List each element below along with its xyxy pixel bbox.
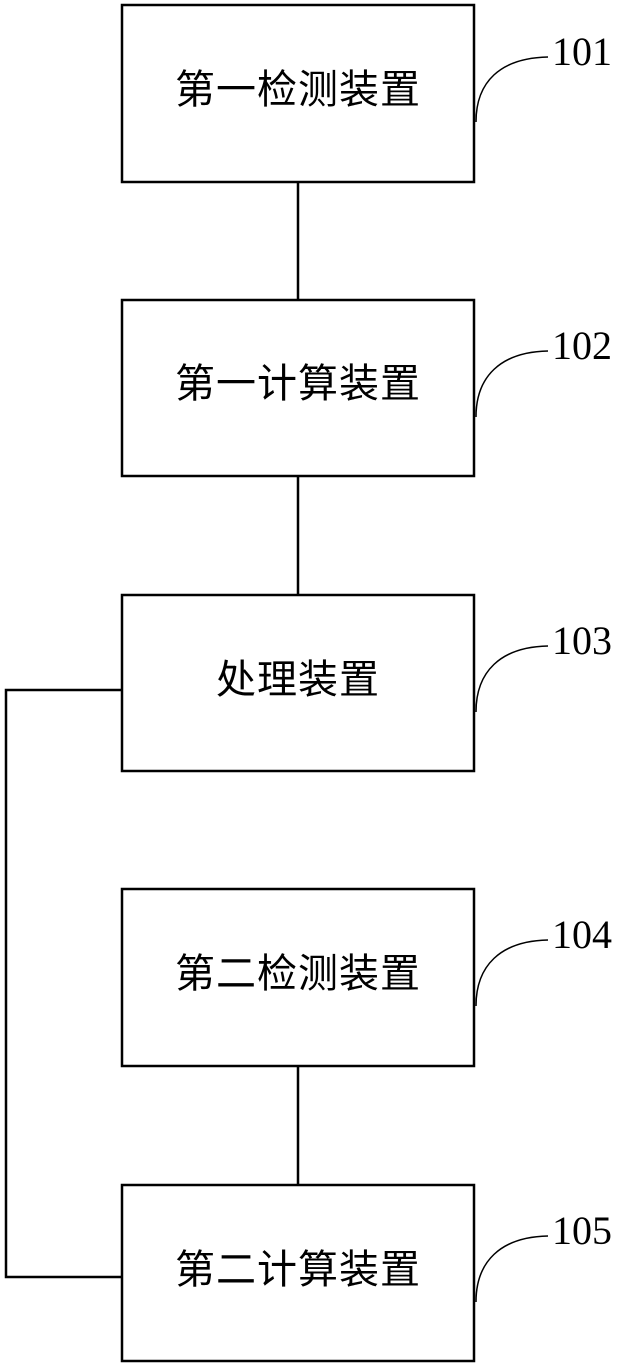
block-103: 处理装置 103	[120, 593, 612, 773]
block-101-label: 第一检测装置	[175, 67, 421, 113]
block-102: 第一计算装置 102	[120, 298, 612, 478]
block-104-label: 第二检测装置	[175, 951, 421, 997]
block-102-ref: 102	[552, 323, 612, 368]
block-101-frame	[120, 3, 476, 184]
block-101-leader	[475, 56, 549, 123]
block-101: 第一检测装置 101	[120, 3, 612, 184]
block-103-frame	[120, 593, 476, 773]
block-104-leader	[475, 939, 549, 1007]
block-105: 第二计算装置 105	[120, 1183, 612, 1363]
connector-103-105-side	[4, 688, 122, 1279]
block-102-label: 第一计算装置	[175, 361, 421, 407]
block-102-leader	[475, 350, 549, 418]
block-104-frame	[120, 887, 476, 1068]
block-101-ref: 101	[552, 29, 612, 74]
block-105-frame	[120, 1183, 476, 1363]
block-105-label: 第二计算装置	[175, 1247, 421, 1293]
block-104: 第二检测装置 104	[120, 887, 612, 1068]
block-103-leader	[475, 645, 549, 713]
block-104-ref: 104	[552, 912, 612, 957]
block-105-ref: 105	[552, 1208, 612, 1253]
block-102-frame	[120, 298, 476, 478]
block-103-ref: 103	[552, 618, 612, 663]
block-103-label: 处理装置	[216, 657, 380, 703]
block-105-leader	[475, 1235, 549, 1303]
